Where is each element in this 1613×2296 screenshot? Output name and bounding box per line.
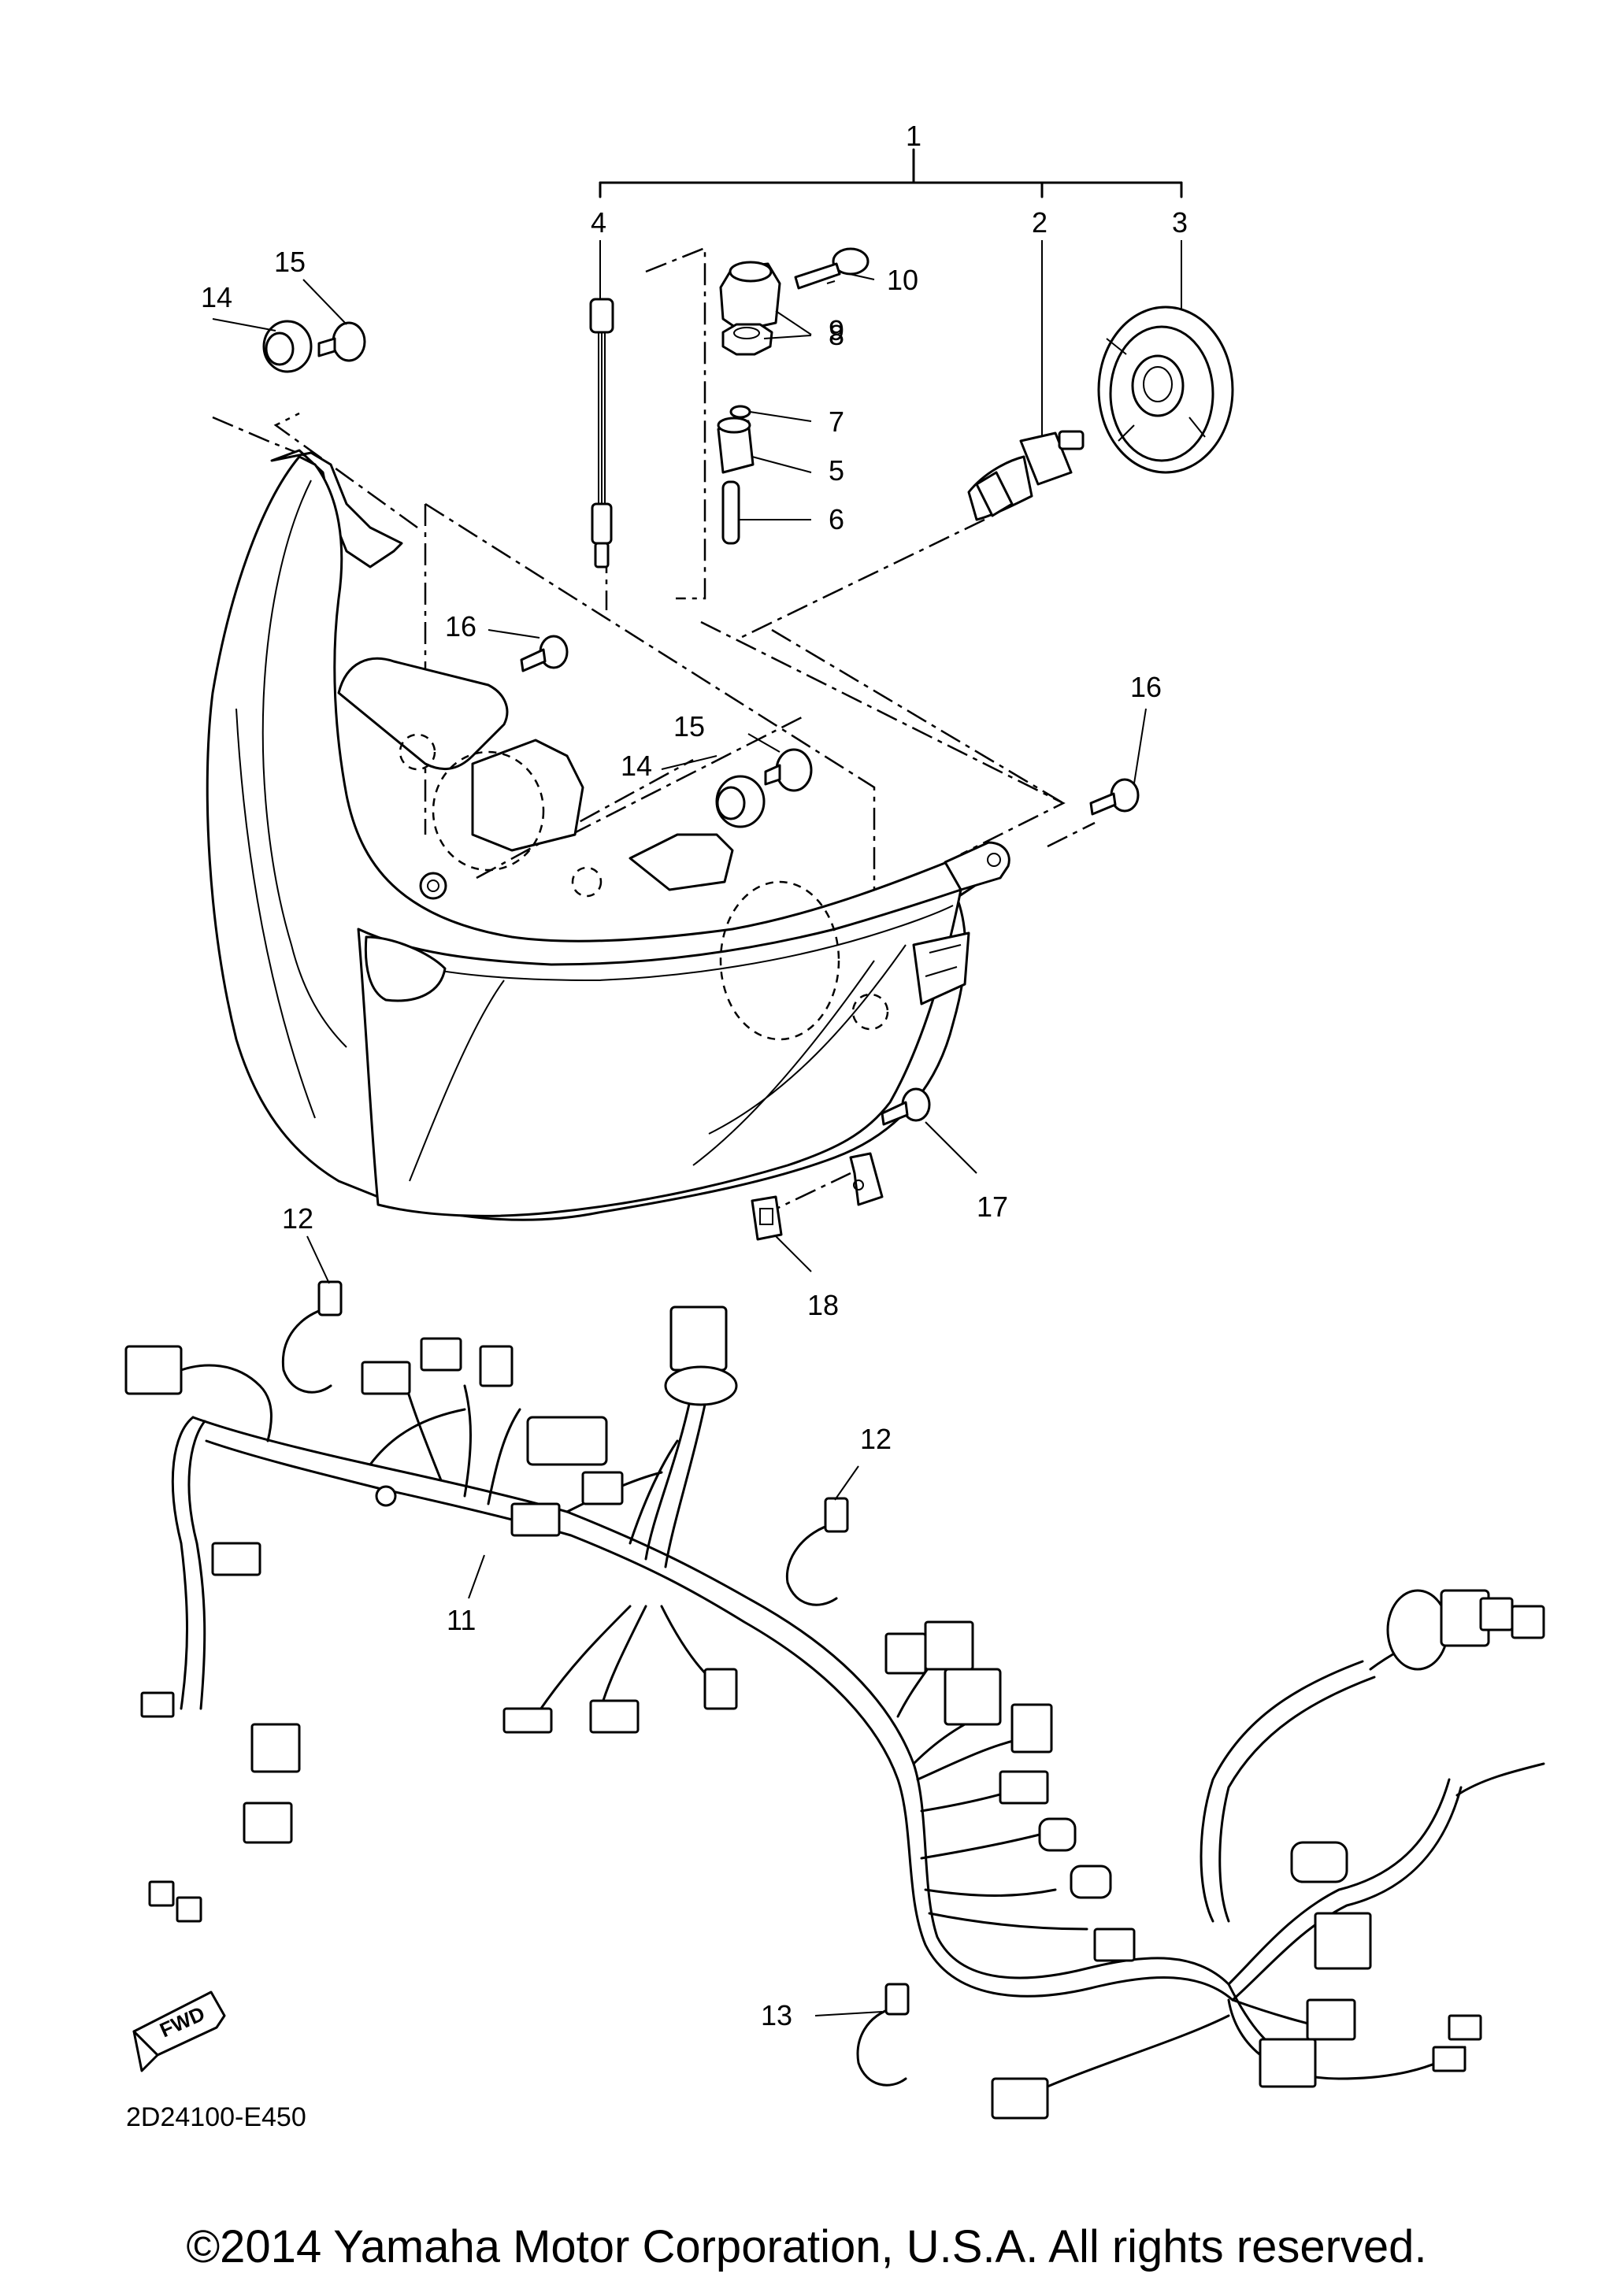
nut-18 xyxy=(751,1195,783,1241)
callout-labels: 1 2 3 4 5 6 7 8 9 10 11 12 12 13 14 14 1… xyxy=(201,120,1188,2031)
callout-5: 5 xyxy=(829,454,844,487)
callout-8: 8 xyxy=(829,319,844,351)
collar-15-top xyxy=(317,321,366,362)
callout-15-mid: 15 xyxy=(673,710,705,742)
shaft-6 xyxy=(721,480,740,545)
knob-9 xyxy=(719,261,781,332)
callout-16-upper: 16 xyxy=(445,610,476,643)
leader-lines xyxy=(212,271,1147,2016)
cable-band-12-right xyxy=(785,1497,849,1606)
callout-3: 3 xyxy=(1172,206,1188,239)
callout-16-right: 16 xyxy=(1130,671,1162,703)
bolt-16-upper xyxy=(520,635,569,672)
grommet-14-top xyxy=(262,320,313,373)
headlight-housing xyxy=(206,449,1010,1221)
callout-2: 2 xyxy=(1032,206,1048,239)
nut-8 xyxy=(721,323,773,356)
cable-band-12-left xyxy=(281,1280,343,1394)
callout-6: 6 xyxy=(829,503,844,535)
grommet-14-mid xyxy=(715,775,766,828)
collar-15-mid xyxy=(764,748,813,792)
wire-harness-connectors xyxy=(124,1305,1545,2120)
drawing-code: 2D24100-E450 xyxy=(126,2102,306,2132)
bolt-17 xyxy=(881,1087,931,1126)
adjusting-screw-4 xyxy=(589,298,614,568)
assembly-bracket xyxy=(599,148,1183,445)
callout-10: 10 xyxy=(887,264,918,296)
callout-14-mid: 14 xyxy=(621,750,652,782)
socket-cover-3 xyxy=(1097,306,1234,474)
screw-10 xyxy=(794,247,870,290)
callout-7: 7 xyxy=(829,406,844,438)
bulb-2 xyxy=(967,430,1085,521)
callout-9: 9 xyxy=(829,314,844,346)
washer-7 xyxy=(729,405,751,419)
callout-14-top: 14 xyxy=(201,281,232,313)
bushing-5 xyxy=(717,417,755,474)
callout-11: 11 xyxy=(447,1604,476,1636)
callout-1: 1 xyxy=(906,120,921,152)
callout-15-top: 15 xyxy=(274,246,306,278)
bolt-16-right xyxy=(1089,778,1140,816)
callout-12-left: 12 xyxy=(282,1202,313,1235)
callout-4: 4 xyxy=(591,206,606,239)
copyright-notice: ©2014 Yamaha Motor Corporation, U.S.A. A… xyxy=(186,2221,1427,2272)
callout-17: 17 xyxy=(977,1191,1008,1223)
callout-18: 18 xyxy=(807,1289,839,1321)
cable-band-13 xyxy=(856,1983,910,2087)
callout-12-right: 12 xyxy=(860,1423,892,1455)
callout-13: 13 xyxy=(761,1999,792,2031)
fwd-arrow-icon: FWD xyxy=(132,1990,226,2072)
wire-harness-11 xyxy=(171,1364,1545,2088)
